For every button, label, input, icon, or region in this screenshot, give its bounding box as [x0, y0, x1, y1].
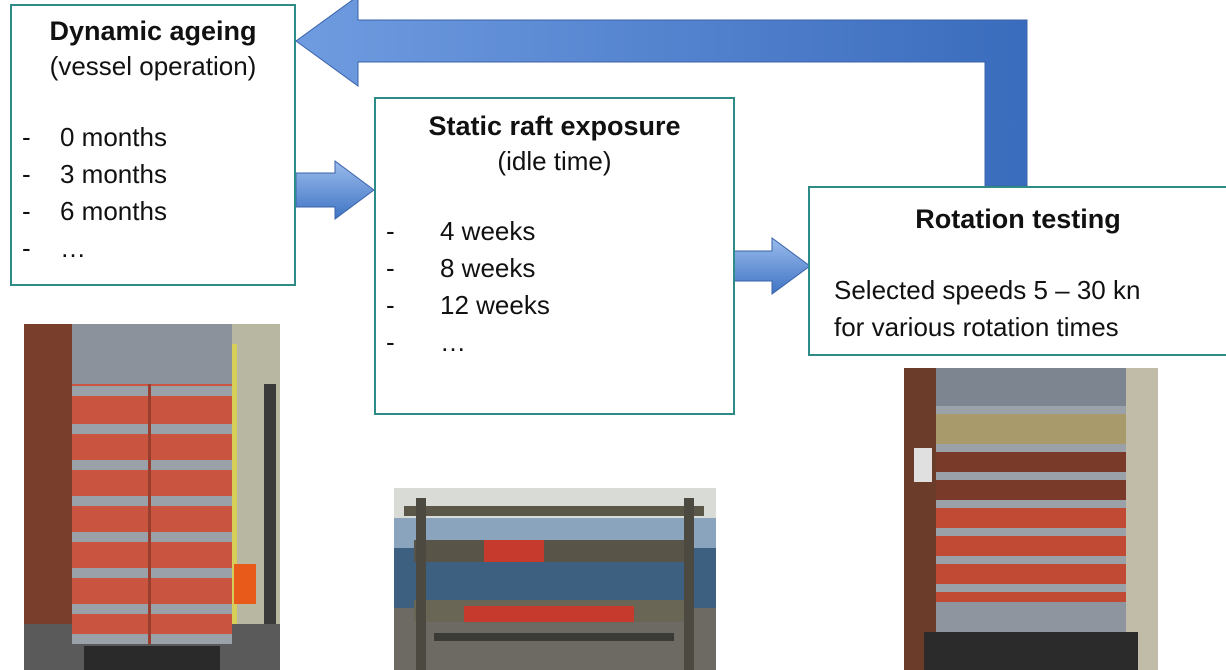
static-raft-list: 4 weeks 8 weeks 12 weeks … — [376, 213, 733, 361]
static-raft-title: Static raft exposure — [428, 111, 681, 141]
rotation-testing-box: Rotation testing Selected speeds 5 – 30 … — [808, 186, 1226, 356]
list-item: 0 months — [12, 119, 294, 156]
arrow-static-to-rotation — [732, 237, 811, 295]
rotor-drum-photo-fouled — [904, 368, 1158, 670]
arrow-dynamic-to-static — [295, 160, 375, 220]
feedback-arrow — [295, 0, 1028, 187]
list-item: … — [376, 324, 733, 361]
list-item: 12 weeks — [376, 287, 733, 324]
static-raft-box: Static raft exposure (idle time) 4 weeks… — [374, 97, 735, 415]
rotation-testing-line1: Selected speeds 5 – 30 kn — [834, 275, 1141, 305]
rotor-drum-photo-clean — [24, 324, 280, 670]
list-item: 3 months — [12, 156, 294, 193]
dynamic-ageing-list: 0 months 3 months 6 months … — [12, 119, 294, 267]
list-item: 8 weeks — [376, 250, 733, 287]
list-item: 6 months — [12, 193, 294, 230]
rotation-testing-title: Rotation testing — [915, 204, 1121, 234]
dynamic-ageing-box: Dynamic ageing (vessel operation) 0 mont… — [10, 4, 296, 286]
list-item: 4 weeks — [376, 213, 733, 250]
dynamic-ageing-subtitle: (vessel operation) — [49, 51, 257, 81]
list-item: … — [12, 230, 294, 267]
rotation-testing-line2: for various rotation times — [834, 312, 1119, 342]
static-raft-subtitle: (idle time) — [497, 146, 612, 176]
dynamic-ageing-title: Dynamic ageing — [49, 16, 257, 46]
raft-exposure-photo — [394, 488, 716, 670]
